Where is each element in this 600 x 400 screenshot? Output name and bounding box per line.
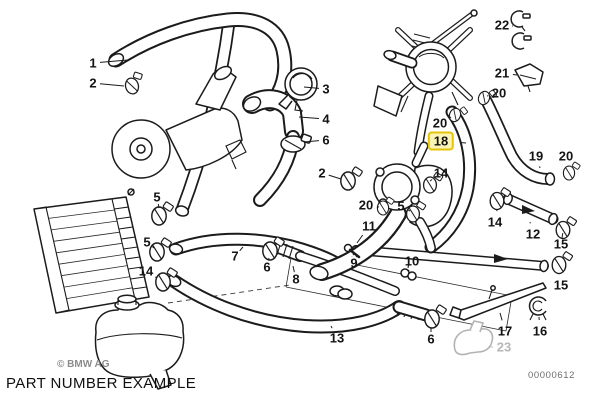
callout-1[interactable]: 1	[89, 55, 97, 71]
callout-7[interactable]: 7	[231, 248, 239, 264]
bracket-23-drawing	[453, 320, 494, 356]
straight-pipe-drawing	[329, 245, 549, 300]
callout-5[interactable]: 5	[143, 234, 151, 250]
leader-line	[303, 86, 320, 89]
bracket-3-drawing	[278, 67, 318, 112]
callout-20[interactable]: 20	[358, 197, 374, 213]
pipe-8-drawing	[273, 241, 400, 296]
callout-13[interactable]: 13	[329, 330, 345, 346]
throttle-body-drawing	[373, 9, 478, 157]
leader-line	[539, 166, 541, 169]
callout-11[interactable]: 11	[362, 218, 376, 234]
callout-23[interactable]: 23	[496, 339, 512, 355]
callout-21[interactable]: 21	[494, 65, 510, 81]
leader-line	[408, 269, 410, 272]
leader-line	[292, 265, 295, 273]
callout-14[interactable]: 14	[138, 263, 154, 279]
clip-16-drawing	[528, 296, 547, 321]
clips-22-drawing	[510, 10, 532, 50]
callout-8[interactable]: 8	[292, 271, 300, 287]
callout-10[interactable]: 10	[404, 253, 420, 269]
callout-20[interactable]: 20	[558, 148, 574, 164]
callout-17[interactable]: 17	[497, 323, 513, 339]
leader-line	[303, 140, 320, 143]
callout-6[interactable]: 6	[263, 259, 271, 275]
callout-5[interactable]: 5	[153, 189, 161, 205]
callout-20[interactable]: 20	[491, 85, 507, 101]
leader-line	[151, 246, 155, 249]
leader-line	[449, 116, 452, 119]
hose-1-drawing	[107, 12, 293, 112]
leader-line	[512, 74, 518, 76]
callout-2[interactable]: 2	[89, 75, 97, 91]
callout-14[interactable]: 14	[433, 165, 449, 181]
bleed-rod-17-drawing	[449, 282, 547, 321]
leader-line	[406, 208, 411, 212]
leader-line	[328, 174, 342, 180]
leader-line	[356, 234, 364, 244]
leader-line	[499, 312, 503, 321]
callout-18[interactable]: 18	[427, 131, 455, 151]
callout-2[interactable]: 2	[318, 165, 326, 181]
leader-lines	[99, 25, 569, 348]
leader-line	[99, 83, 125, 87]
callout-6[interactable]: 6	[322, 132, 330, 148]
bmw-copyright-watermark: © BMW AG	[57, 359, 110, 370]
callout-5[interactable]: 5	[397, 198, 405, 214]
callout-22[interactable]: 22	[494, 17, 510, 33]
callout-4[interactable]: 4	[322, 111, 330, 127]
page-title: PART NUMBER EXAMPLE	[6, 375, 197, 392]
hose-18-drawing	[424, 105, 477, 254]
leader-line	[330, 325, 333, 329]
leader-line	[459, 142, 467, 144]
water-pump-drawing	[111, 65, 247, 179]
callout-15[interactable]: 15	[553, 277, 569, 293]
clip-10-drawing	[400, 262, 417, 281]
radiator-drawing	[33, 188, 150, 314]
leader-line	[157, 203, 160, 209]
clamp-6a-drawing	[280, 133, 313, 153]
leader-line	[239, 246, 244, 252]
callout-14[interactable]: 14	[487, 214, 503, 230]
callout-16[interactable]: 16	[532, 323, 548, 339]
callout-20[interactable]: 20	[432, 115, 448, 131]
leader-line	[268, 257, 270, 261]
callout-3[interactable]: 3	[322, 81, 330, 97]
callout-12[interactable]: 12	[525, 226, 541, 242]
leader-line	[429, 179, 433, 182]
hose-19-drawing	[480, 94, 556, 186]
expansion-tank-drawing	[94, 294, 185, 390]
leader-line	[561, 233, 564, 239]
callout-9[interactable]: 9	[350, 255, 358, 271]
callout-6[interactable]: 6	[427, 331, 435, 347]
diagram-number: 00000612	[528, 370, 576, 381]
thermostat-housing-drawing	[309, 141, 453, 281]
bracket-21-drawing	[514, 63, 544, 93]
screw-9-drawing	[343, 243, 361, 259]
callout-15[interactable]: 15	[553, 236, 569, 252]
leader-line	[298, 116, 320, 119]
callout-19[interactable]: 19	[528, 148, 544, 164]
hose-7-drawing	[168, 232, 345, 271]
leader-line	[99, 59, 129, 63]
leader-line	[155, 276, 158, 279]
